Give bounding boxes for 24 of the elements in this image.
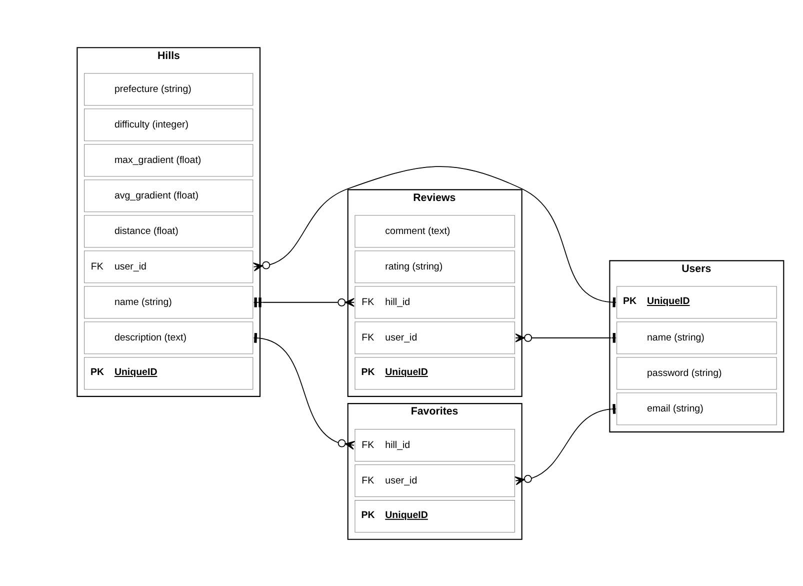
node-box: PK UniqueID: [616, 286, 777, 318]
connector: [253, 297, 355, 307]
node-box: FK user_id: [84, 250, 254, 283]
node-box: avg_gradient (float): [84, 179, 254, 212]
node-box: PK UniqueID: [354, 500, 515, 532]
node-box: PK UniqueID: [84, 356, 254, 390]
node-box: difficulty (integer): [84, 108, 254, 141]
node-box: PK UniqueID: [354, 356, 515, 390]
connector: [514, 404, 616, 485]
node-box: name (string): [616, 321, 777, 354]
node-box: comment (text): [354, 214, 515, 248]
node-box: FK user_id: [354, 464, 515, 497]
node-box: distance (float): [84, 214, 254, 248]
node-box: FK user_id: [354, 321, 515, 354]
connector: [253, 332, 356, 450]
node-box: rating (string): [354, 250, 515, 283]
node-box: FK hill_id: [354, 286, 515, 318]
node-box: email (string): [616, 392, 777, 425]
node-box: password (string): [616, 356, 777, 390]
node-box: FK hill_id: [354, 428, 515, 462]
node-box: description (text): [84, 321, 254, 354]
node-box: prefecture (string): [84, 72, 254, 106]
node-box: max_gradient (float): [84, 144, 254, 176]
node-box: name (string): [84, 286, 254, 318]
